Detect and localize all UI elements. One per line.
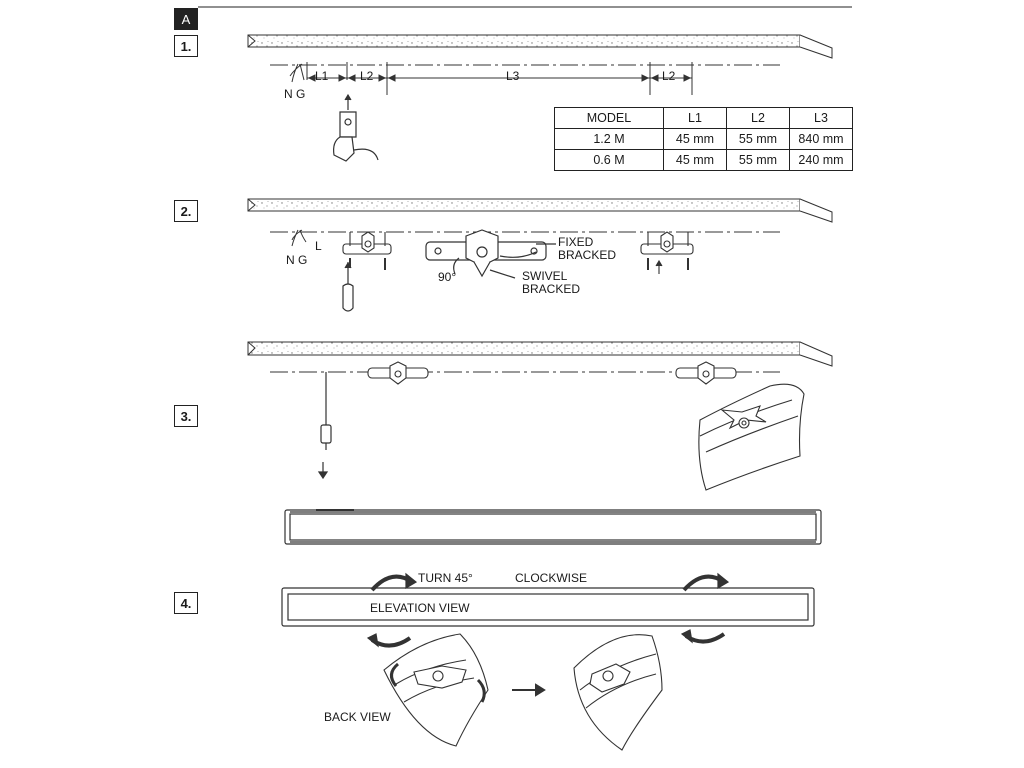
drill-icon: [333, 93, 379, 162]
back-view-right: [573, 634, 663, 751]
step-4-number: 4.: [174, 592, 198, 614]
step1-ceiling: [247, 34, 833, 59]
power-cord-icon: [317, 372, 332, 480]
step2-wire-ng-label: N G: [286, 253, 308, 267]
table-row: 0.6 M 45 mm 55 mm 240 mm: [554, 149, 853, 171]
turn-label: TURN 45°: [418, 571, 473, 585]
table-cell: 240 mm: [789, 149, 853, 171]
dim-l2-label: L2: [360, 69, 374, 83]
right-bracket-icon: [640, 231, 694, 274]
swivel-bracket-label-1: SWIVEL: [522, 269, 568, 283]
table-header-row: MODEL L1 L2 L3: [554, 107, 853, 129]
step2-wire-l-label: L: [315, 239, 322, 253]
dim-l1-label: L1: [315, 69, 329, 83]
table-cell: 45 mm: [663, 149, 727, 171]
bracket-detail-icon: [425, 229, 556, 279]
step-3-number: 3.: [174, 405, 198, 427]
step4-luminaire: [281, 587, 815, 627]
step-2-number: 2.: [174, 200, 198, 222]
luminaire-detail-icon: [698, 383, 805, 491]
table-cell: 1.2 M: [554, 128, 664, 150]
luminaire-bar: [284, 509, 822, 545]
table-header-cell: L2: [726, 107, 790, 129]
table-row: 1.2 M 45 mm 55 mm 840 mm: [554, 128, 853, 150]
step2-ceiling: [247, 198, 833, 223]
back-view-label: BACK VIEW: [324, 710, 391, 724]
dim-l2b-label: L2: [662, 69, 676, 83]
step-1-number: 1.: [174, 35, 198, 57]
angle-label: 90°: [438, 270, 457, 284]
swivel-bracket-label-2: BRACKED: [522, 282, 581, 296]
back-view-left: [383, 633, 489, 747]
step2-wire-icon: [291, 229, 307, 247]
table-cell: 45 mm: [663, 128, 727, 150]
table-cell: 55 mm: [726, 128, 790, 150]
screwdriver-icon: [342, 261, 354, 312]
fixed-bracket-label-2: BRACKED: [558, 248, 617, 262]
step1-wire-label: N G: [284, 87, 306, 101]
section-label: A: [174, 8, 198, 30]
elevation-view-label: ELEVATION VIEW: [370, 601, 470, 615]
fixed-bracket-label-1: FIXED: [558, 235, 594, 249]
table-cell: 840 mm: [789, 128, 853, 150]
rotation-arrows: [366, 572, 730, 648]
table-cell: 55 mm: [726, 149, 790, 171]
left-bracket-icon: [342, 231, 392, 270]
table-header-cell: L1: [663, 107, 727, 129]
table-cell: 0.6 M: [554, 149, 664, 171]
step3-bracket-right: [675, 361, 737, 385]
table-header-cell: L3: [789, 107, 853, 129]
dimension-table: MODEL L1 L2 L3 1.2 M 45 mm 55 mm 840 mm …: [554, 107, 853, 171]
clockwise-label: CLOCKWISE: [515, 571, 588, 585]
dim-l3-label: L3: [506, 69, 520, 83]
step3-ceiling: [247, 341, 833, 367]
next-arrow-icon: [512, 683, 546, 697]
step3-bracket-left: [367, 361, 429, 385]
step1-dimension-lines: [306, 62, 693, 95]
table-header-cell: MODEL: [554, 107, 664, 129]
step1-wire-icon: [289, 63, 305, 83]
